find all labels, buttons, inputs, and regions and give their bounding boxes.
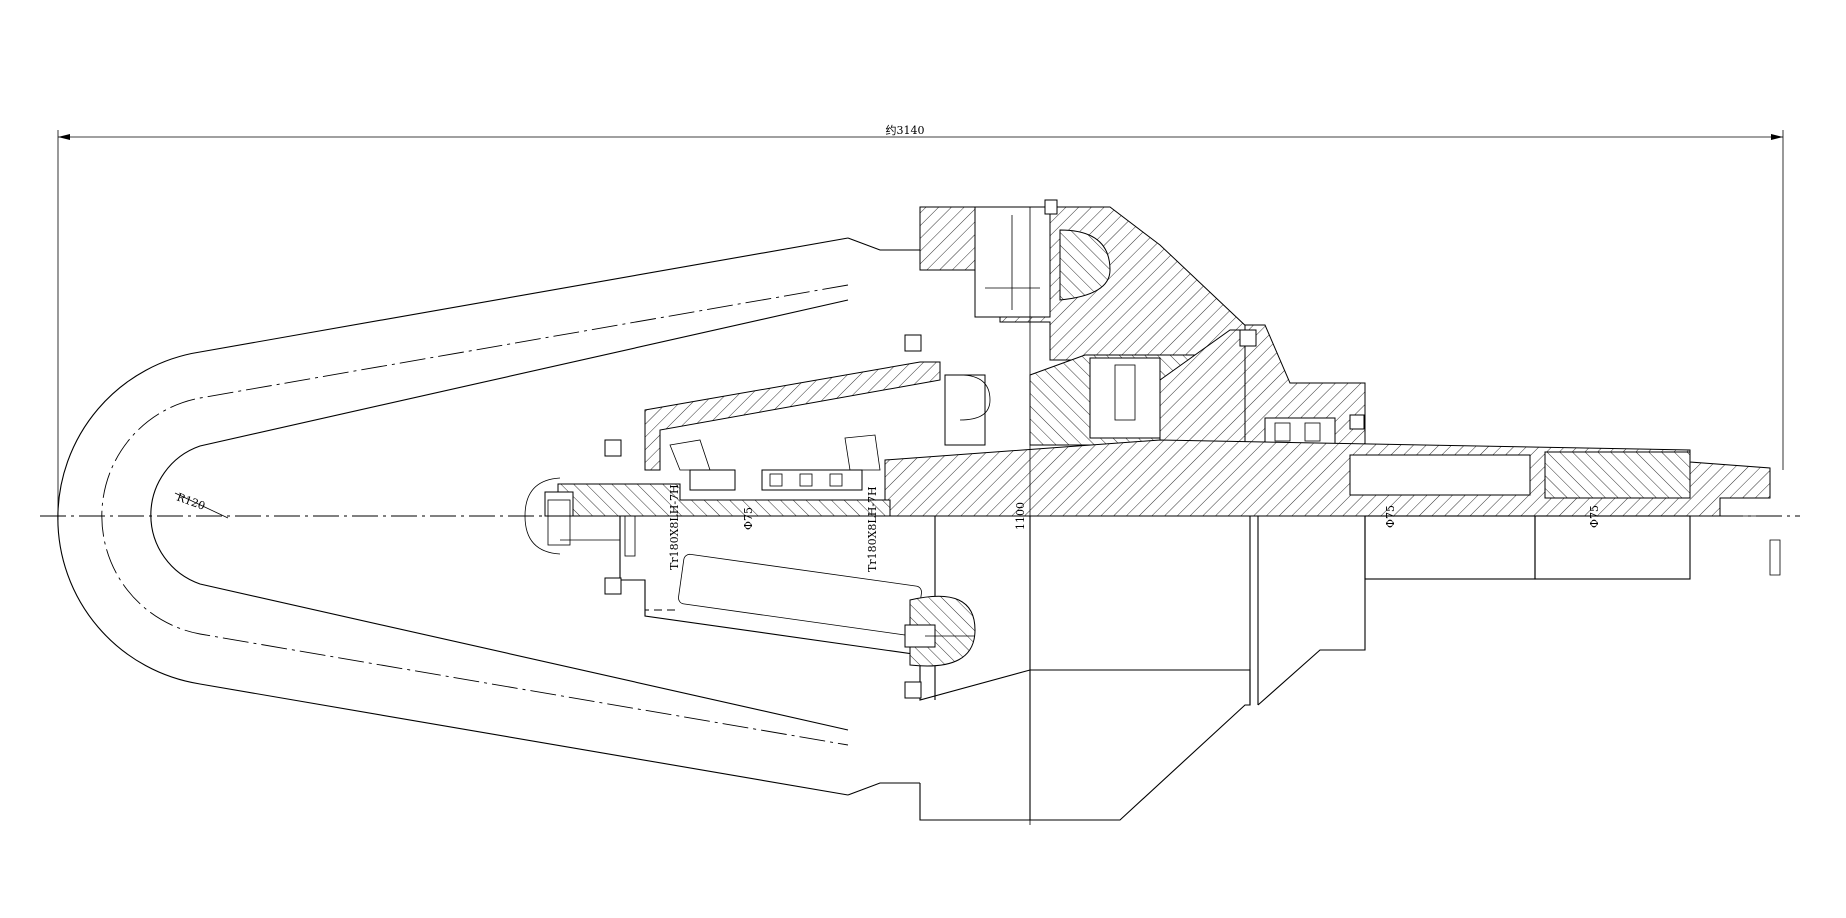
dimension-labels: Tr180X8LH-7H Tr180X8LH-7H Φ75 1100 Φ75 Φ… <box>668 484 1601 572</box>
bolt-4 <box>904 681 922 699</box>
lower-body <box>619 515 1781 821</box>
bolt-5 <box>1239 329 1257 347</box>
bolt-7 <box>1349 414 1365 430</box>
main-shaft <box>884 439 1771 517</box>
shaft-diameter-label-2: Φ75 <box>1588 505 1601 528</box>
shaft-diameter-label-1: Φ75 <box>1384 505 1397 528</box>
bolt-3 <box>604 577 622 595</box>
overall-length-dimension: 约3140 <box>57 124 1784 520</box>
overall-length-label: 约3140 <box>886 124 925 137</box>
thread-label-left: Tr180X8LH-7H <box>668 484 681 570</box>
lower-eye-pin <box>904 595 976 667</box>
bolt-group <box>604 199 1365 699</box>
height-label: 1100 <box>1014 502 1027 530</box>
bore-diameter-label: Φ75 <box>742 507 755 530</box>
bend-radius-label: R120 <box>175 491 207 513</box>
left-nut-end <box>524 477 636 557</box>
bolt-6 <box>1044 199 1058 215</box>
thread-label-right: Tr180X8LH-7H <box>866 486 879 572</box>
lifting-bail: R120 <box>57 237 920 796</box>
bolt-2 <box>904 334 922 352</box>
conical-sleeve <box>644 361 991 471</box>
threaded-sleeve <box>557 434 891 517</box>
bolt-1 <box>604 439 622 457</box>
right-bearing-housing <box>1244 324 1366 446</box>
